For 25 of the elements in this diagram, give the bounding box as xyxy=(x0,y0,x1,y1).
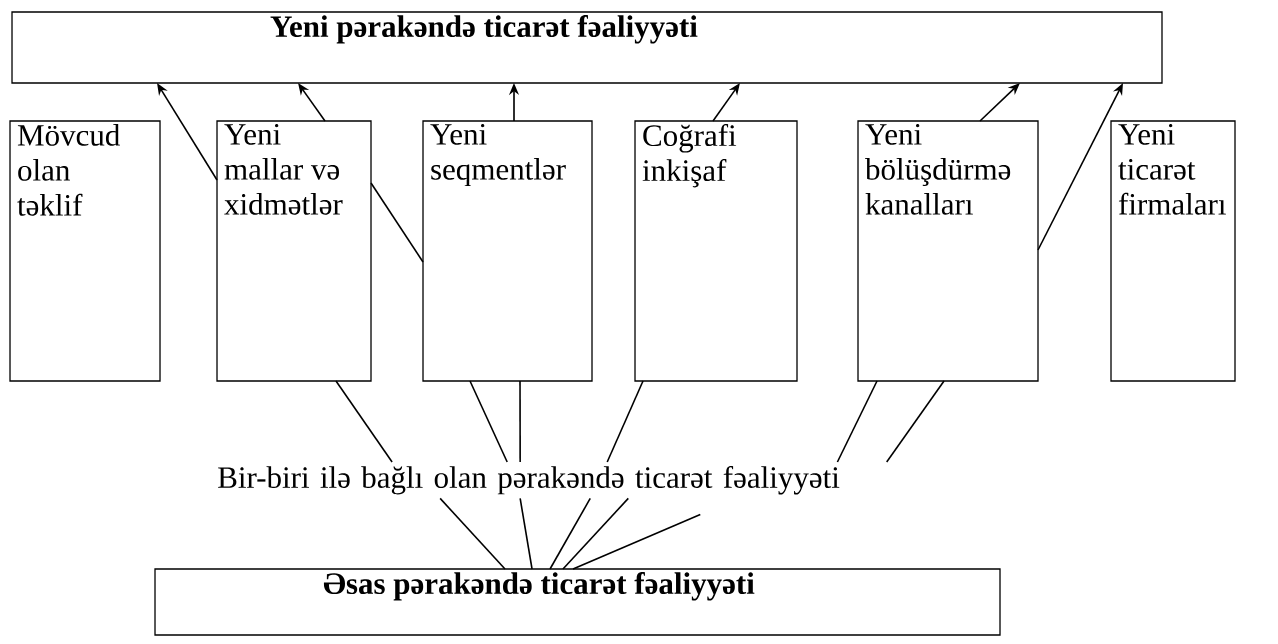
connector-line xyxy=(549,497,592,570)
box: Yeni bölüşdürmə kanalları xyxy=(857,120,1039,382)
box: Coğrafi inkişaf xyxy=(634,120,798,382)
connector-line xyxy=(519,380,521,463)
arrow xyxy=(157,83,218,181)
connector-line xyxy=(885,380,945,463)
connector-line xyxy=(439,497,506,570)
box: Əsas pərakəndə ticarət fəaliyyəti xyxy=(154,568,1001,636)
box: Yeni seqmentlər xyxy=(422,120,593,382)
arrow xyxy=(712,83,740,122)
connector-line xyxy=(519,497,533,570)
box: Yeni pərakəndə ticarət fəaliyyəti xyxy=(11,11,1163,84)
connector-line xyxy=(562,497,630,570)
connector-line xyxy=(572,513,702,570)
caption-text: Bir-biri ilə bağlı olan pərakəndə ticarət fəaliyyəti xyxy=(218,465,840,495)
connector-line xyxy=(335,380,393,463)
box: Yeni ticarət firmaları xyxy=(1110,120,1236,382)
arrow xyxy=(979,83,1020,122)
connector-line xyxy=(836,380,878,463)
connector-line xyxy=(606,380,644,463)
box: Mövcud olan təklif xyxy=(9,120,161,382)
connector-line xyxy=(469,380,508,463)
arrow xyxy=(298,83,326,122)
connector-line xyxy=(370,182,424,263)
box: Yeni mallar və xidmətlər xyxy=(216,120,372,382)
